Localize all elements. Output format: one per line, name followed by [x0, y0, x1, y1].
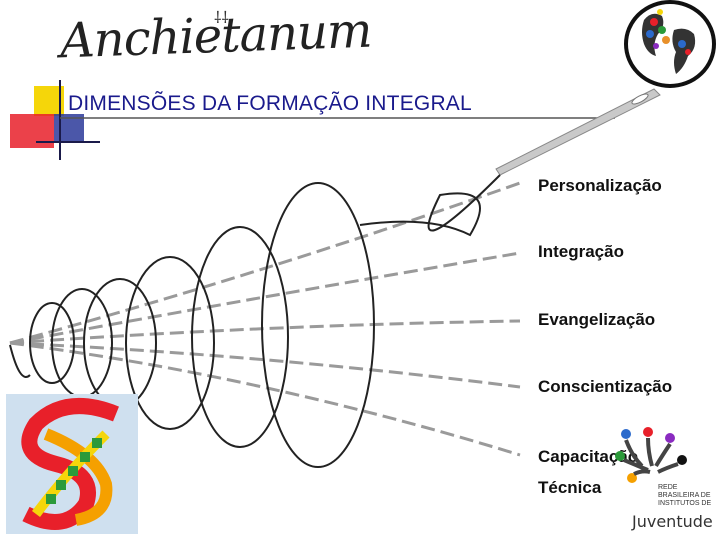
- needle: [495, 88, 661, 176]
- label-tecnica: Técnica: [538, 478, 602, 497]
- thread-capacitacao: [9, 341, 521, 457]
- thread-conscientizacao: [9, 341, 521, 389]
- title-decoration: [10, 80, 100, 160]
- spiral-coils: [9, 174, 501, 468]
- label-capacitacao: Capacitação: [538, 447, 639, 466]
- needle-eye: [631, 93, 649, 105]
- label-evangelizacao: Evangelização: [538, 310, 656, 329]
- thread-personalizacao: [9, 181, 521, 345]
- label-conscientizacao: Conscientização: [538, 377, 673, 396]
- label-personalizacao: Personalização: [538, 176, 662, 195]
- formation-spiral-diagram: [9, 88, 661, 468]
- thread-evangelizacao: [9, 319, 521, 345]
- globe-icon: [624, 0, 716, 88]
- title-underline: [60, 117, 615, 119]
- colorful-s-logo: [6, 394, 138, 534]
- logo-mark: ⸸⸸: [214, 8, 230, 27]
- thread-integracao: [9, 251, 521, 345]
- label-integracao: Integração: [538, 242, 624, 261]
- rede-brasileira-text: REDE BRASILEIRA DE INSTITUTOS DE: [658, 484, 712, 507]
- juventude-wordmark: Juventude: [632, 512, 713, 531]
- rede-juventude-logo: [615, 427, 687, 483]
- page-title: DIMENSÕES DA FORMAÇÃO INTEGRAL: [68, 92, 472, 115]
